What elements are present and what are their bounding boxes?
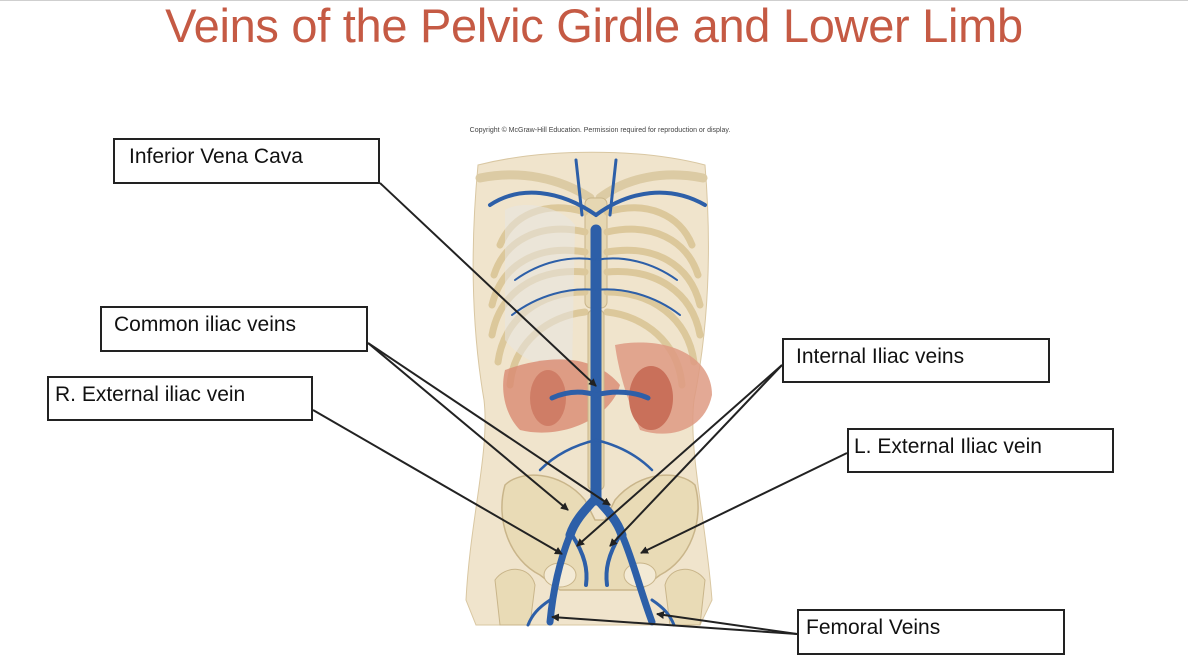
leader-line-common-iliac-right [367, 342, 569, 511]
label-common-iliac-veins: Common iliac veins [100, 306, 368, 352]
top-rule [0, 0, 1188, 1]
clavicle-right [595, 170, 708, 203]
femur-head-left [494, 568, 536, 626]
intercostal-vein [595, 288, 681, 316]
intercostal-vein [514, 257, 597, 281]
label-r-external-iliac-vein: R. External iliac vein [47, 376, 313, 421]
leader-lines [312, 182, 848, 635]
external-iliac-vein-left [618, 531, 656, 626]
intercostal-vein [595, 257, 678, 281]
kidney-right [530, 370, 566, 426]
label-l-external-iliac-vein: L. External Iliac vein [847, 428, 1114, 473]
intercostal-vein [511, 288, 597, 316]
rib [603, 288, 698, 366]
rib [603, 204, 696, 249]
femoral-vein-branch-right [526, 598, 552, 627]
kidney-left [629, 366, 673, 430]
rib [603, 246, 704, 309]
external-iliac-vein-right [546, 531, 574, 626]
leader-line-inferior-vena-cava [379, 182, 597, 387]
internal-iliac-vein-right [570, 533, 589, 587]
lung-right [505, 205, 575, 371]
leader-line-common-iliac-left [367, 342, 611, 506]
label-femoral-veins: Femoral Veins [797, 609, 1065, 655]
jugular-vein-left [574, 158, 584, 217]
label-internal-iliac-veins: Internal Iliac veins [782, 338, 1050, 383]
subclavian-vein-right [594, 190, 707, 217]
lumbar-vein [538, 438, 598, 472]
leader-line-internal-iliac-left [609, 364, 783, 547]
jugular-vein-right [608, 158, 618, 217]
rib [603, 268, 704, 339]
leader-line-femoral-right [551, 613, 798, 635]
leader-line-internal-iliac-right [576, 364, 783, 547]
subclavian-vein-left [488, 190, 598, 217]
leader-line-l-external-iliac [640, 452, 848, 554]
venous-system [488, 158, 707, 627]
leader-line-r-external-iliac [312, 409, 563, 555]
renal-vein-left [593, 389, 651, 401]
femoral-vein-branch-left [650, 598, 676, 627]
leader-line-femoral-left [656, 611, 798, 635]
lumbar-vein [594, 438, 654, 472]
label-inferior-vena-cava: Inferior Vena Cava [113, 138, 380, 184]
slide-title: Veins of the Pelvic Girdle and Lower Lim… [165, 0, 1023, 52]
renal-vein-right [549, 389, 599, 401]
copyright-notice: Copyright © McGraw-Hill Education. Permi… [469, 127, 731, 134]
rib [603, 225, 702, 279]
